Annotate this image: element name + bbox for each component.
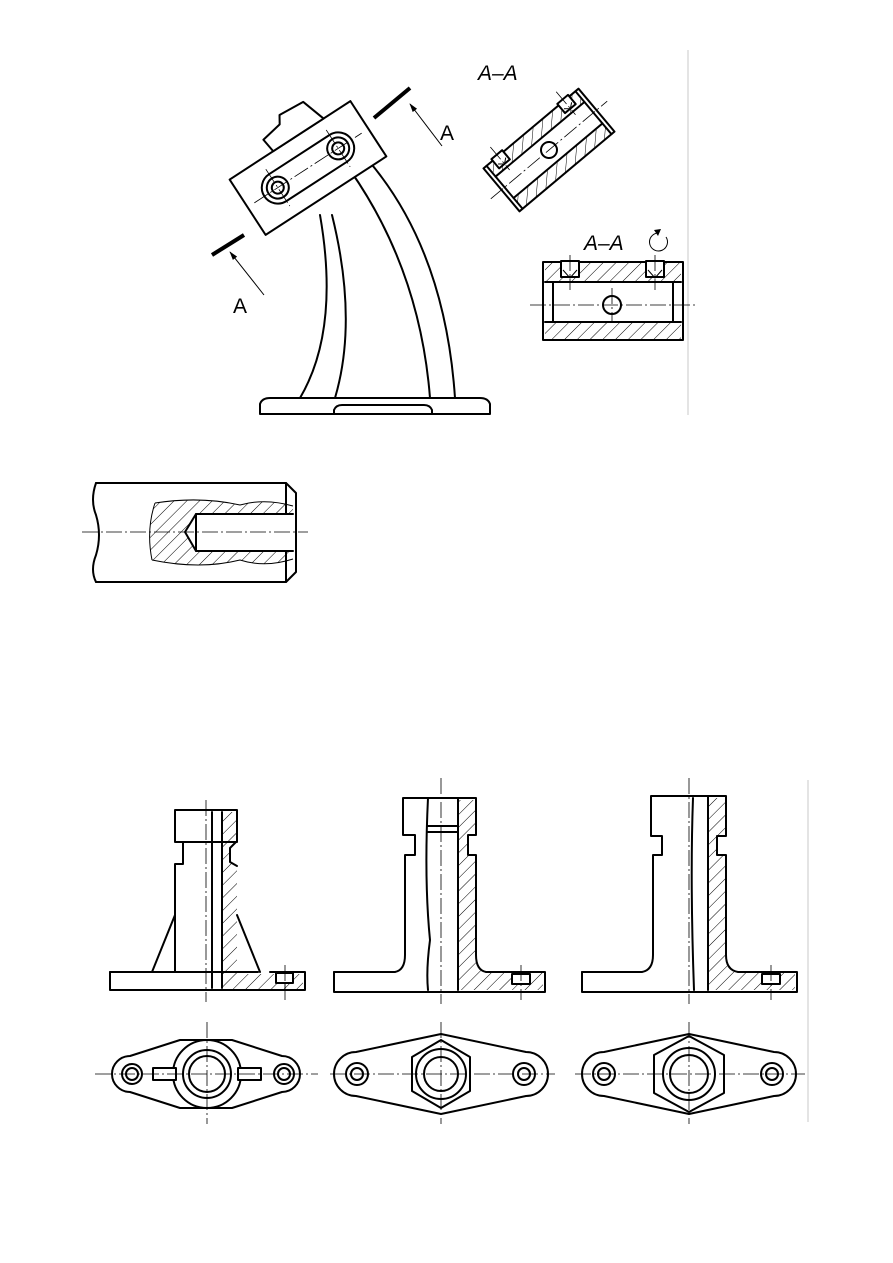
section-label: A–A <box>476 62 518 85</box>
shaft-local-section <box>82 482 308 583</box>
flange-variant-2-top <box>330 1022 555 1124</box>
flange-variant-3-front <box>581 778 798 1004</box>
bracket-main-view: A A <box>210 86 491 415</box>
cutting-plane-label: A <box>233 295 247 318</box>
flange-variant-1-top <box>95 1022 318 1124</box>
flange-variant-2-front <box>333 778 546 1004</box>
rotation-arrow-icon <box>649 229 668 252</box>
cutting-plane-label: A <box>440 122 454 145</box>
section-label: A–A <box>582 232 624 255</box>
section-view-rotated: A–A <box>476 62 616 213</box>
section-view-straightened: A–A <box>530 229 696 341</box>
flange-variant-1-front <box>109 800 306 1002</box>
flange-variant-3-top <box>575 1022 805 1124</box>
